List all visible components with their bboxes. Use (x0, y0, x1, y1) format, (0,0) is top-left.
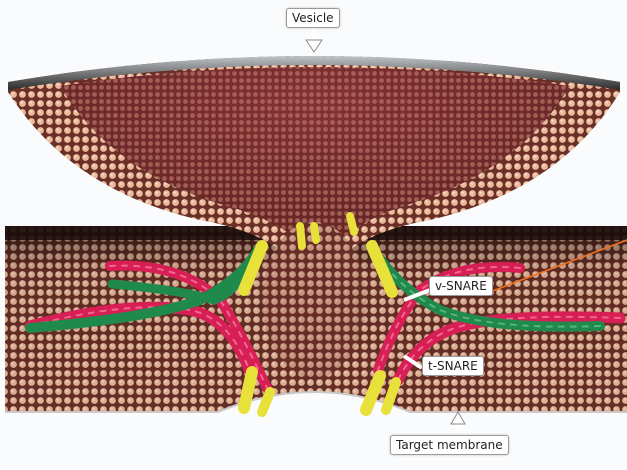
vesicle-label: Vesicle (286, 8, 340, 28)
v-snare-label: v-SNARE (429, 276, 493, 296)
t-snare-label: t-SNARE (422, 356, 484, 376)
fusion-pore (262, 222, 366, 378)
target-membrane-label: Target membrane (390, 435, 509, 455)
